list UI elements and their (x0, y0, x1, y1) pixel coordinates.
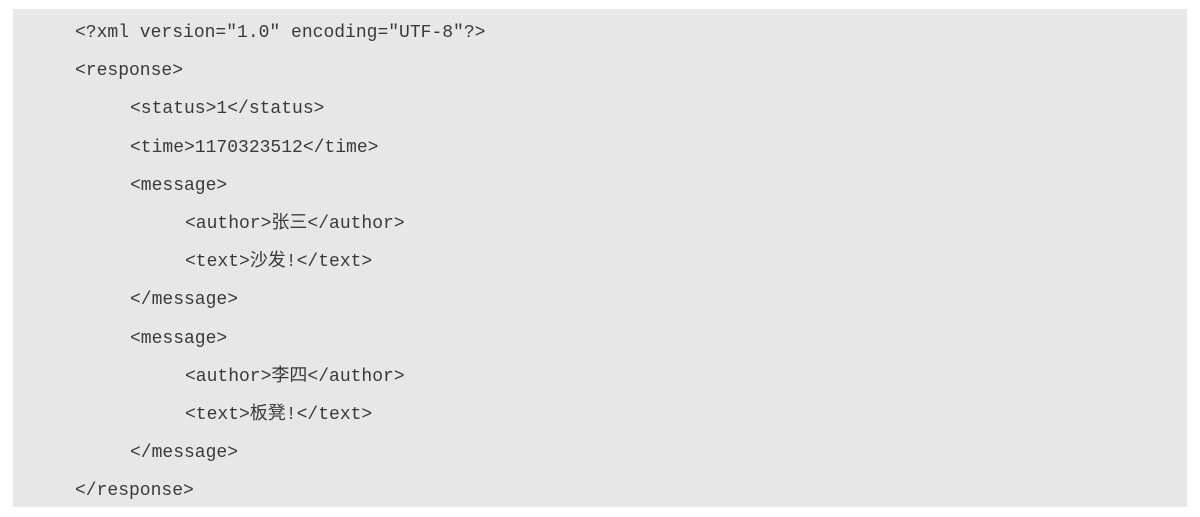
code-line: <message> (130, 328, 228, 349)
code-line: </response> (75, 481, 194, 502)
code-line: <text>板凳!</text> (185, 405, 373, 425)
code-line: <?xml version="1.0" encoding="UTF-8"?> (75, 23, 486, 43)
code-line: <author>李四</author> (185, 366, 405, 387)
code-line: <status>1</status> (130, 99, 325, 120)
code-line: <text>沙发!</text> (185, 252, 373, 273)
code-line: <response> (75, 61, 184, 82)
code-line: </message> (130, 443, 239, 464)
code-line: <author>张三</author> (185, 214, 405, 234)
code-line: <time>1170323512</time> (130, 137, 379, 158)
code-line: </message> (130, 290, 239, 311)
code-block: <?xml version="1.0" encoding="UTF-8"?> <r… (13, 9, 1187, 507)
code-line: <message> (130, 175, 228, 196)
